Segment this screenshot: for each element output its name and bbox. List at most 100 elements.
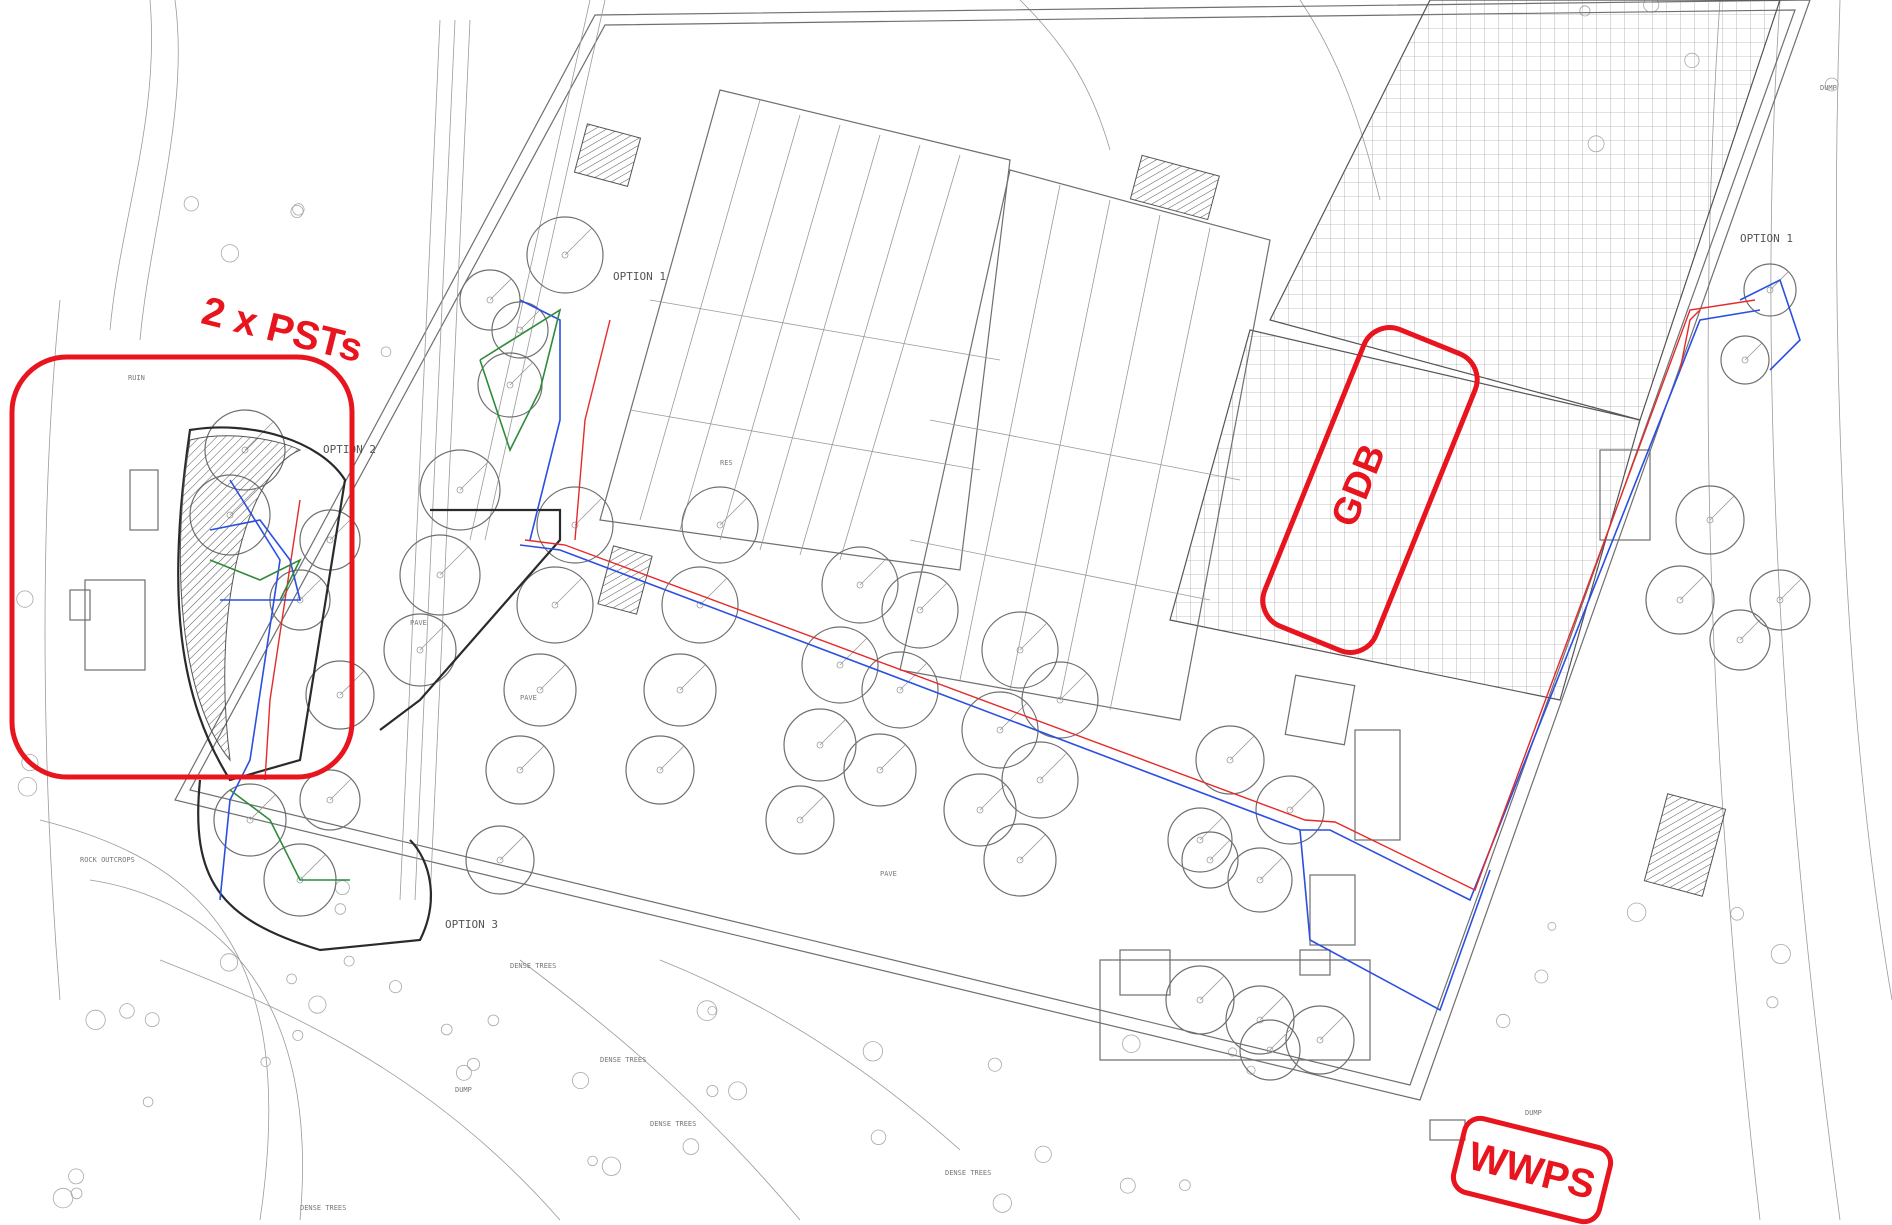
tree-32 <box>1119 1177 1136 1194</box>
label-option1-center: OPTION 1 <box>613 270 666 283</box>
tree-48 <box>1766 996 1779 1009</box>
tree-5 <box>142 1096 154 1108</box>
tank-23 <box>783 708 857 782</box>
tree-11 <box>487 1014 500 1027</box>
tree-57 <box>16 590 34 608</box>
tank-29 <box>961 691 1039 769</box>
tree-6 <box>292 1029 304 1041</box>
tree-41 <box>290 204 304 218</box>
tank-36 <box>1167 807 1233 873</box>
tree-7 <box>52 1187 74 1209</box>
tree-14 <box>70 1187 83 1200</box>
tank-31 <box>1021 661 1099 739</box>
note-ruin: RUIN <box>128 374 145 382</box>
tree-44 <box>1730 906 1744 921</box>
tank-20 <box>625 735 695 805</box>
tank-24 <box>765 785 835 855</box>
tank-18 <box>661 566 739 644</box>
tank-35 <box>1255 775 1325 845</box>
tree-19 <box>682 1138 700 1155</box>
tree-53 <box>1824 77 1839 92</box>
tree-4 <box>334 880 350 895</box>
note-dense-trees-1: DENSE TREES <box>510 962 556 970</box>
option-labels: OPTION 1 OPTION 1 OPTION 2 OPTION 3 <box>323 232 1793 931</box>
tree-38 <box>183 196 199 212</box>
grid-area <box>1169 0 1781 701</box>
note-pave-2: PAVE <box>520 694 537 702</box>
tank-51 <box>299 769 361 831</box>
label-option1-right: OPTION 1 <box>1740 232 1793 245</box>
tree-9 <box>119 1003 135 1019</box>
tank-32 <box>1001 741 1079 819</box>
tank-21 <box>821 546 899 624</box>
tree-45 <box>1534 969 1549 984</box>
tank-19 <box>643 653 717 727</box>
reservoir-cells <box>599 89 1271 721</box>
note-dense-trees-5: DENSE TREES <box>300 1204 346 1212</box>
tree-0 <box>260 1056 271 1068</box>
tank-48 <box>1720 335 1770 385</box>
terrain-contours <box>39 0 1892 1221</box>
tank-38 <box>1165 965 1235 1035</box>
tank-16 <box>465 825 535 895</box>
tree-10 <box>343 955 355 967</box>
note-pave-1: PAVE <box>410 619 427 627</box>
note-dense-trees-2: DENSE TREES <box>600 1056 646 1064</box>
note-res: RES <box>720 459 733 467</box>
tree-8 <box>85 1009 106 1031</box>
tree-55 <box>21 754 39 772</box>
tank-9 <box>419 449 501 531</box>
note-pave-3: PAVE <box>880 870 897 878</box>
tank-15 <box>485 735 555 805</box>
tank-28 <box>981 611 1059 689</box>
tank-49 <box>213 783 287 857</box>
tree-49 <box>1626 902 1647 923</box>
tank-40 <box>1285 1005 1355 1075</box>
drawing-notes: DENSE TREES DENSE TREES DENSE TREES DENS… <box>80 84 1837 1212</box>
note-dump-1: DUMP <box>1820 84 1837 92</box>
tree-1 <box>144 1012 160 1027</box>
tank-13 <box>516 566 594 644</box>
treatment-works <box>1099 449 1651 1141</box>
tree-13 <box>388 980 402 994</box>
tree-31 <box>696 1000 718 1021</box>
tank-11 <box>383 613 457 687</box>
tank-26 <box>861 651 939 729</box>
tree-34 <box>1246 1065 1256 1075</box>
tank-27 <box>843 733 917 807</box>
tree-28 <box>572 1072 590 1090</box>
tree-33 <box>1122 1034 1141 1054</box>
tank-47 <box>1743 263 1797 317</box>
tree-12 <box>286 973 297 985</box>
tree-25 <box>992 1193 1012 1213</box>
tree-27 <box>466 1057 480 1071</box>
tank-42 <box>1181 831 1239 889</box>
tree-47 <box>1770 944 1791 965</box>
tank-17 <box>681 486 759 564</box>
note-rock-outcrops: ROCK OUTCROPS <box>80 856 135 864</box>
label-option2: OPTION 2 <box>323 443 376 456</box>
tree-56 <box>17 777 38 797</box>
tree-24 <box>601 1156 622 1176</box>
tank-34 <box>1195 725 1265 795</box>
tree-15 <box>440 1023 453 1036</box>
tank-37 <box>1227 847 1293 913</box>
tank-0 <box>526 216 604 294</box>
tree-26 <box>870 1129 887 1146</box>
pst-area-linework <box>69 426 562 952</box>
tree-22 <box>706 1085 719 1098</box>
tree-40 <box>292 203 305 216</box>
tree-18 <box>707 1006 717 1016</box>
pipelines <box>209 278 1801 1012</box>
label-option3: OPTION 3 <box>445 918 498 931</box>
tank-22 <box>801 626 879 704</box>
tree-symbols <box>16 0 1839 1213</box>
tree-30 <box>455 1064 472 1081</box>
tree-3 <box>219 953 239 972</box>
tank-44 <box>1645 565 1715 635</box>
tank-10 <box>399 534 481 616</box>
tree-17 <box>334 903 347 915</box>
tank-39 <box>1225 985 1295 1055</box>
tank-12 <box>536 486 614 564</box>
tank-46 <box>1749 569 1811 631</box>
